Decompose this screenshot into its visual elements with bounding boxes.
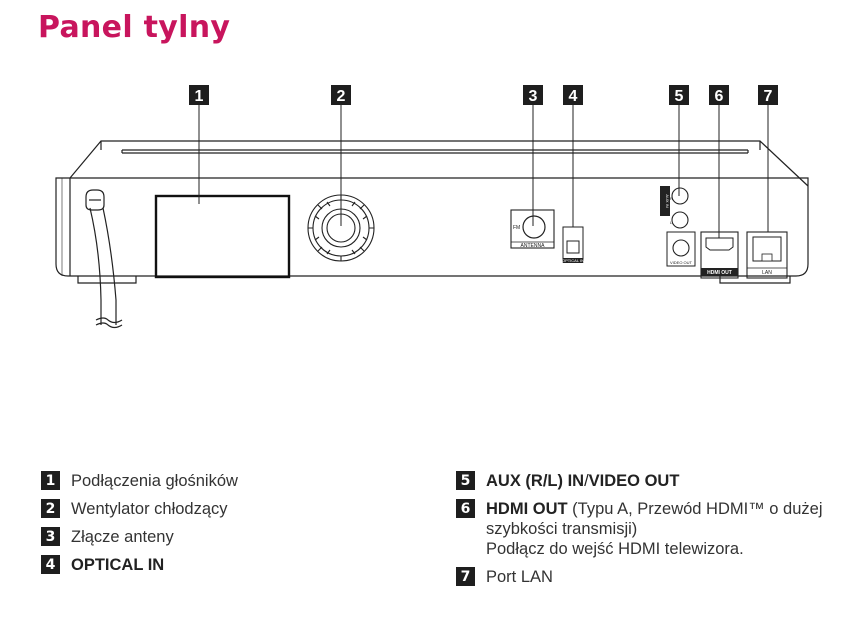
svg-text:R: R xyxy=(670,196,673,201)
svg-text:VIDEO OUT: VIDEO OUT xyxy=(670,260,693,265)
svg-text:3: 3 xyxy=(529,88,538,105)
power-cord xyxy=(85,189,123,329)
legend-text: Podłączenia głośników xyxy=(71,472,238,490)
legend-number: 6 xyxy=(456,499,475,518)
legend-text: HDMI OUT (Typu A, Przewód HDMI™ o dużej … xyxy=(486,500,823,558)
legend-text: OPTICAL IN xyxy=(71,556,165,574)
svg-text:4: 4 xyxy=(569,88,578,105)
legend-left: 1 Podłączenia głośników 2 Wentylator chł… xyxy=(41,471,238,583)
antenna-connector: FM ANTENNA xyxy=(510,209,555,249)
hdmi-out-port: HDMI OUT xyxy=(700,231,739,279)
leader-lines xyxy=(198,105,769,238)
rear-panel-diagram: 1 2 3 4 5 6 7 xyxy=(55,85,809,329)
callout-7: 7 xyxy=(758,85,778,105)
legend-item: 3 Złącze anteny xyxy=(41,527,238,547)
lan-port: LAN xyxy=(746,231,788,279)
callout-4: 4 xyxy=(563,85,583,105)
legend-number: 1 xyxy=(41,471,60,490)
svg-text:ANTENNA: ANTENNA xyxy=(521,243,546,249)
svg-text:LAN: LAN xyxy=(762,270,772,276)
legend-number: 5 xyxy=(456,471,475,490)
svg-text:7: 7 xyxy=(764,88,773,105)
svg-text:L: L xyxy=(670,220,673,225)
legend-item: 6 HDMI OUT (Typu A, Przewód HDMI™ o duże… xyxy=(456,499,826,559)
legend-right: 5 AUX (R/L) IN/VIDEO OUT 6 HDMI OUT (Typ… xyxy=(456,471,826,595)
callout-3: 3 xyxy=(523,85,543,105)
legend-text: Port LAN xyxy=(486,568,553,586)
aux-video-ports: AUX IN R L VIDEO OUT xyxy=(660,186,696,267)
legend-item: 4 OPTICAL IN xyxy=(41,555,238,575)
svg-text:1: 1 xyxy=(195,88,204,105)
callout-badges: 1 2 3 4 5 6 7 xyxy=(189,85,778,105)
page-title: Panel tylny xyxy=(38,10,231,45)
callout-2: 2 xyxy=(331,85,351,105)
svg-text:OPTICAL IN: OPTICAL IN xyxy=(562,258,584,263)
legend-number: 2 xyxy=(41,499,60,518)
callout-6: 6 xyxy=(709,85,729,105)
svg-text:HDMI OUT: HDMI OUT xyxy=(707,270,732,276)
legend-text: AUX (R/L) IN/VIDEO OUT xyxy=(486,472,680,490)
legend-text: Złącze anteny xyxy=(71,528,174,546)
svg-text:FM: FM xyxy=(513,225,520,231)
device-body xyxy=(55,140,809,284)
callout-5: 5 xyxy=(669,85,689,105)
legend-number: 7 xyxy=(456,567,475,586)
legend-item: 1 Podłączenia głośników xyxy=(41,471,238,491)
legend-number: 4 xyxy=(41,555,60,574)
svg-text:6: 6 xyxy=(715,88,724,105)
legend-item: 5 AUX (R/L) IN/VIDEO OUT xyxy=(456,471,826,491)
svg-text:5: 5 xyxy=(675,88,684,105)
legend-item: 7 Port LAN xyxy=(456,567,826,587)
speaker-terminal-area xyxy=(154,194,291,279)
optical-in-port: OPTICAL IN xyxy=(562,226,584,263)
legend-number: 3 xyxy=(41,527,60,546)
svg-text:2: 2 xyxy=(337,88,346,105)
callout-1: 1 xyxy=(189,85,209,105)
legend-item: 2 Wentylator chłodzący xyxy=(41,499,238,519)
legend-text: Wentylator chłodzący xyxy=(71,500,228,518)
svg-text:AUX IN: AUX IN xyxy=(665,194,670,207)
